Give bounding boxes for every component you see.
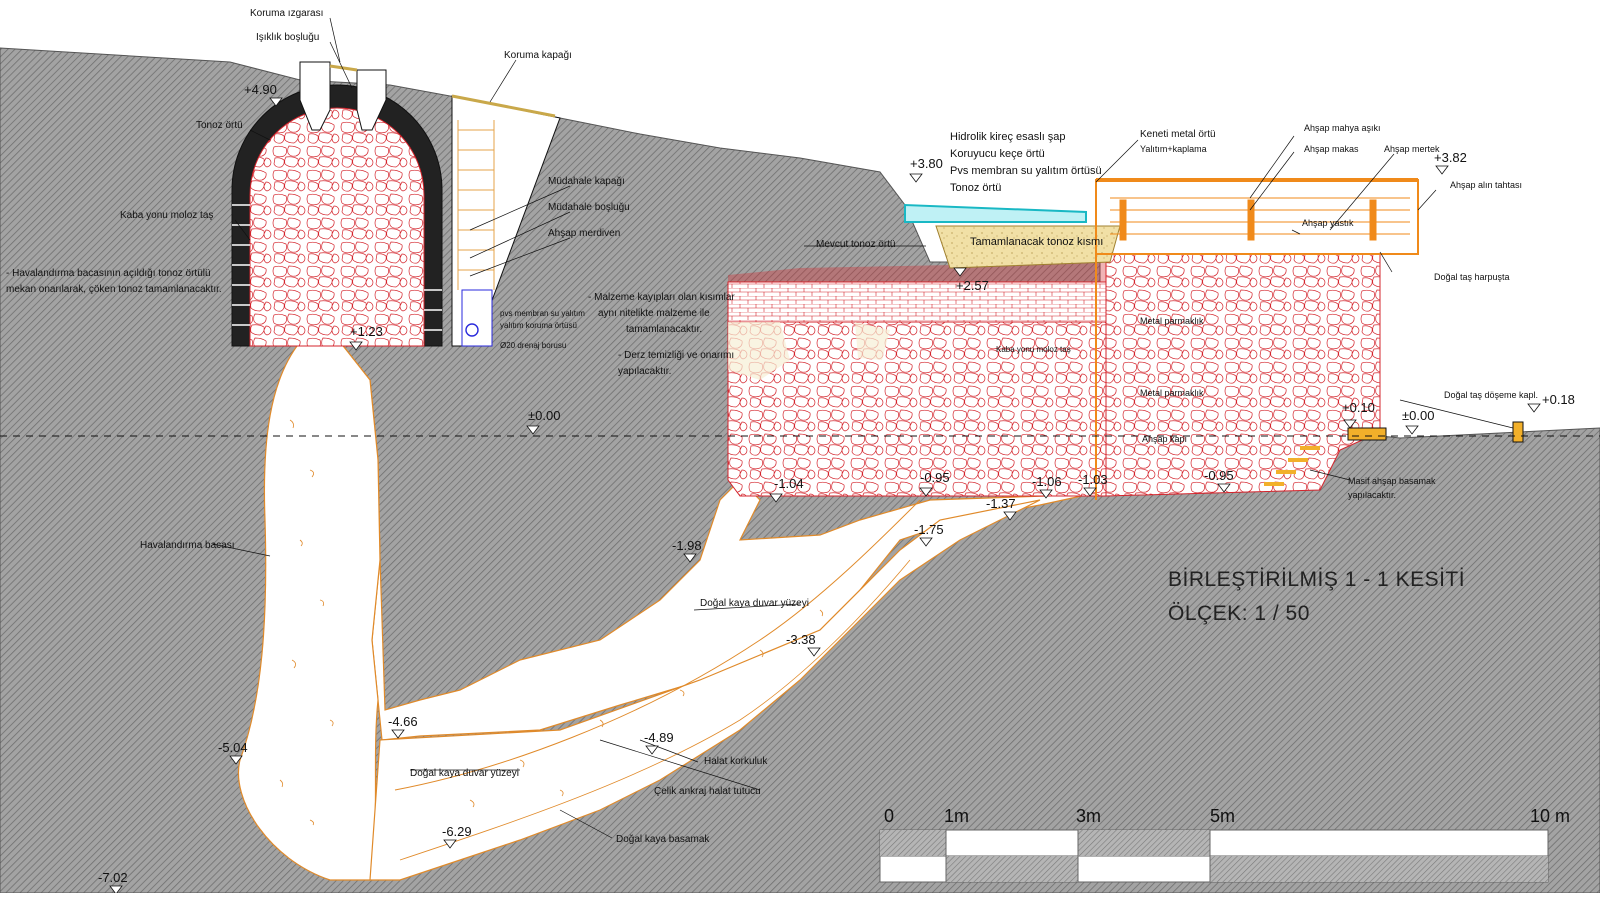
label-yalitim-kaplama: Yalıtım+kaplama (1140, 144, 1207, 154)
label-havalandirma-bacasi: Havalandırma bacası (140, 540, 235, 551)
label-dogal-tas-harpusta: Doğal taş harpuşta (1434, 272, 1510, 282)
level-p123: +1.23 (350, 324, 383, 339)
level-p380: +3.80 (910, 156, 943, 171)
label-ahsap-merdiven: Ahşap merdiven (548, 228, 620, 239)
label-mudahale-kapagi: Müdahale kapağı (548, 176, 625, 187)
rock-speckles (279, 419, 921, 861)
label-pvs-membran-1: pvs membran su yalıtım (500, 309, 585, 318)
descending-tunnel (369, 499, 1041, 881)
drawing-title: BİRLEŞTİRİLMİŞ 1 - 1 KESİTİ ÖLÇEK: 1 / 5… (1168, 568, 1465, 625)
label-hidrolik-4: Tonoz örtü (950, 182, 1001, 194)
title-line1: BİRLEŞTİRİLMİŞ 1 - 1 KESİTİ (1168, 568, 1465, 591)
label-pvs-membran-2: yalıtım koruma örtüsü (500, 321, 577, 330)
annotations: Koruma ızgarası Işıklık boşluğu Koruma k… (6, 8, 1538, 845)
label-hidrolik-3: Pvs membran su yalıtım örtüsü (950, 165, 1102, 177)
label-drenaj-borusu: Ø20 drenaj borusu (500, 341, 566, 350)
level-p490: +4.90 (244, 82, 277, 97)
level-pm000b: ±0.00 (1402, 408, 1434, 423)
label-masif-ahsap-1: Masif ahşap basamak (1348, 476, 1436, 486)
label-dogal-kaya-duvar-2: Doğal kaya duvar yüzeyi (410, 768, 519, 779)
label-koruma-kapagi: Koruma kapağı (504, 50, 572, 61)
level-triangles (109, 97, 1541, 895)
level-m106: -1.06 (1032, 474, 1062, 489)
scale-tick-2: 3m (1076, 806, 1101, 826)
note-malzeme-3: tamamlanacaktır. (626, 324, 702, 335)
ventilation-shaft (238, 341, 381, 881)
wooden-steps (1264, 421, 1524, 486)
level-m489: -4.89 (644, 730, 674, 745)
level-m338: -3.38 (786, 632, 816, 647)
timber-roof (1095, 178, 1419, 500)
level-m198: -1.98 (672, 538, 702, 553)
label-kaba-yonu-moloz-tas: Kaba yonu moloz taş (120, 210, 213, 221)
level-m137: -1.37 (986, 496, 1016, 511)
level-m504: -5.04 (218, 740, 248, 755)
label-hidrolik-2: Koruyucu keçe örtü (950, 148, 1045, 160)
level-m095a: -0.95 (920, 470, 950, 485)
vaulted-chamber (231, 61, 443, 347)
note-malzeme-2: aynı nitelikte malzeme ile (598, 308, 710, 319)
scale-tick-0: 0 (884, 806, 894, 826)
label-tonoz-ortu: Tonoz örtü (196, 120, 243, 131)
label-isiklik-boslugu: Işıklık boşluğu (256, 32, 319, 43)
label-masif-ahsap-2: yapılacaktır. (1348, 490, 1396, 500)
level-m103: -1.03 (1078, 472, 1108, 487)
note-derz-1: - Derz temizliği ve onarımı (618, 350, 734, 361)
level-p382: +3.82 (1434, 150, 1467, 165)
level-p257: +2.57 (956, 278, 989, 293)
label-mevcut-tonoz-ortu: Mevcut tonoz örtü (816, 239, 895, 250)
note-malzeme-1: - Malzeme kayıpları olan kısımlar (588, 292, 735, 303)
label-ahsap-mertek: Ahşap mertek (1384, 144, 1440, 154)
level-m466: -4.66 (388, 714, 418, 729)
label-hidrolik-1: Hidrolik kireç esaslı şap (950, 131, 1066, 143)
intervention-shaft (451, 94, 561, 347)
title-line2: ÖLÇEK: 1 / 50 (1168, 602, 1310, 625)
label-mudahale-boslugu: Müdahale boşluğu (548, 202, 630, 213)
membrane-layer (904, 203, 1087, 223)
note-havalandirma-2: mekan onarılarak, çöken tonoz tamamlanac… (6, 284, 222, 295)
label-celik-ankraj: Çelik ankraj halat tutucu (654, 786, 761, 797)
label-metal-parmaklik-2: Metal parmaklık (1140, 388, 1204, 398)
label-ahsap-kapi: Ahşap kapı (1142, 434, 1187, 444)
level-m175: -1.75 (914, 522, 944, 537)
label-metal-parmaklik-1: Metal parmaklık (1140, 316, 1204, 326)
label-ahsap-makas: Ahşap makas (1304, 144, 1359, 154)
label-kaba-yonu-moloz-tas-2: Kaba yonu moloz taş (996, 345, 1071, 354)
level-m095b: -0.95 (1204, 468, 1234, 483)
note-havalandirma-1: - Havalandırma bacasının açıldığı tonoz … (6, 268, 211, 279)
label-keneti-metal-ortu: Keneti metal örtü (1140, 129, 1216, 140)
scale-tick-4: 10 m (1530, 806, 1570, 826)
label-halat-korkuluk: Halat korkuluk (704, 756, 768, 767)
label-dogal-tas-doseme: Doğal taş döşeme kapl. (1444, 390, 1538, 400)
level-p018: +0.18 (1542, 392, 1575, 407)
scale-tick-3: 5m (1210, 806, 1235, 826)
fill-vault-part (935, 225, 1121, 269)
label-ahsap-yastik: Ahşap yastık (1302, 218, 1354, 228)
label-dogal-kaya-basamak: Doğal kaya basamak (616, 834, 710, 845)
label-dogal-kaya-duvar-1: Doğal kaya duvar yüzeyi (700, 598, 809, 609)
level-values: +4.90 +1.23 ±0.00 +3.80 +2.57 +3.82 +0.1… (98, 82, 1575, 885)
note-derz-2: yapılacaktır. (618, 366, 671, 377)
main-structure (727, 178, 1524, 500)
level-pm000a: ±0.00 (528, 408, 560, 423)
label-ahsap-alin-tahtasi: Ahşap alın tahtası (1450, 180, 1522, 190)
leader-lines (212, 17, 1514, 839)
label-koruma-izgarasi: Koruma ızgarası (250, 8, 323, 19)
level-p010: +0.10 (1342, 400, 1375, 415)
label-ahsap-mahya-asiki: Ahşap mahya aşıkı (1304, 123, 1381, 133)
scale-tick-1: 1m (944, 806, 969, 826)
level-m629: -6.29 (442, 824, 472, 839)
level-m104: -1.04 (774, 476, 804, 491)
level-m702: -7.02 (98, 870, 128, 885)
scale-bar: 0 1m 3m 5m 10 m (879, 806, 1570, 883)
label-tamamlanacak-tonoz: Tamamlanacak tonoz kısmı (970, 236, 1103, 248)
